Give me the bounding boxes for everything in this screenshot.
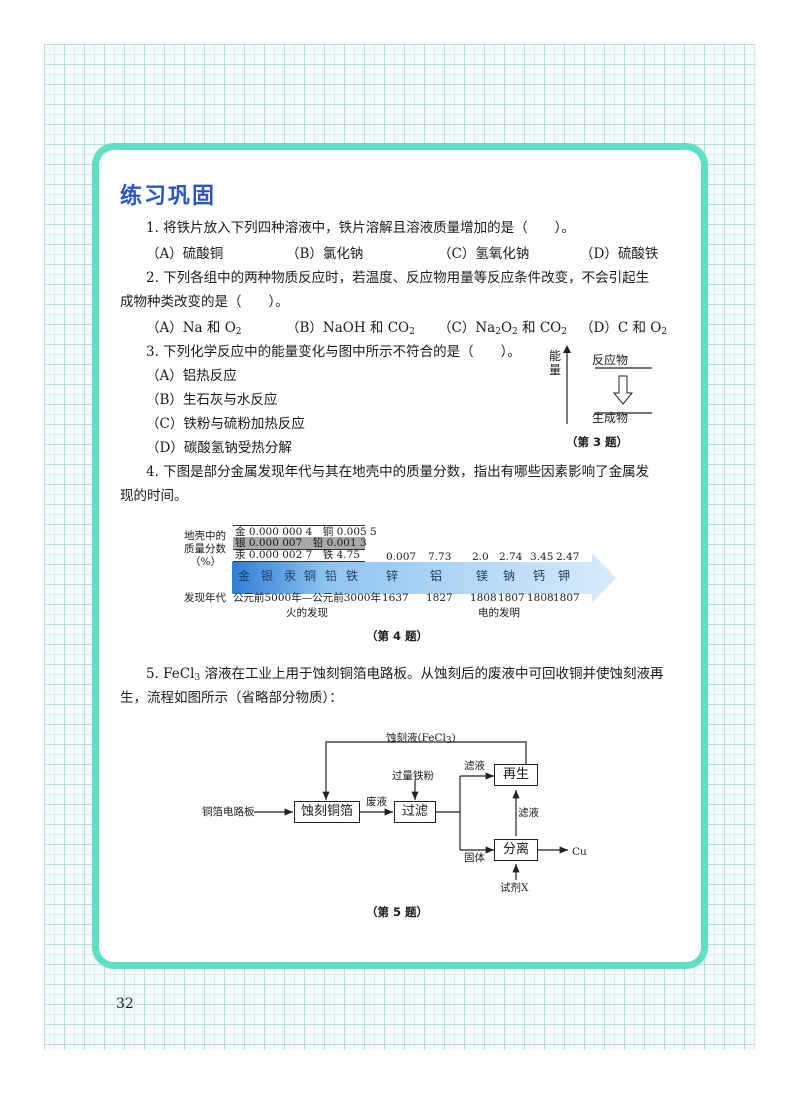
year-sodium: 1807	[498, 592, 525, 604]
value-calcium: 3.45	[530, 551, 554, 563]
value-aluminum: 7.73	[428, 551, 452, 563]
fig4-left-label-1: 地壳中的	[184, 530, 226, 542]
electricity-note: 电的发明	[478, 607, 520, 619]
year-zinc: 1637	[382, 592, 409, 604]
filtrate-label-1: 滤液	[464, 760, 485, 772]
era-range: 公元前5000年—公元前3000年	[233, 592, 381, 604]
q3-option-a[interactable]: （A）铝热反应	[146, 368, 237, 384]
metal-lead: 铅	[325, 569, 338, 583]
q3-option-b[interactable]: （B）生石灰与水反应	[146, 392, 278, 408]
fig4-left-label-3: （%）	[190, 556, 221, 568]
reagent-x-label: 试剂X	[500, 882, 529, 894]
q2-option-c[interactable]: （C）Na2O2 和 CO2	[438, 320, 567, 337]
metal-copper: 铜	[304, 569, 317, 583]
reactant-label: 反应物	[592, 353, 629, 367]
discovery-era-label: 发现年代	[184, 592, 226, 604]
metal-zinc: 锌	[386, 569, 399, 583]
solid-label: 固体	[464, 852, 485, 864]
metal-calcium: 钙	[533, 569, 546, 583]
q1-option-b[interactable]: （B）氯化钠	[286, 246, 364, 262]
year-potassium: 1807	[553, 592, 580, 604]
metal-mercury: 汞	[284, 569, 297, 583]
q1-option-d[interactable]: （D）硫酸铁	[580, 246, 659, 262]
q5-stem-line1: 5. FeCl3 溶液在工业上用于蚀刻铜箔电路板。从蚀刻后的废液中可回收铜并使蚀…	[146, 666, 664, 683]
q4-stem-line2: 现的时间。	[120, 488, 188, 504]
q3-option-d[interactable]: （D）碳酸氢钠受热分解	[146, 440, 292, 456]
value-zinc: 0.007	[386, 551, 417, 563]
fig4-left-label-2: 质量分数	[184, 543, 226, 555]
q5-stem-line2: 生，流程如图所示（省略部分物质）：	[120, 690, 343, 706]
energy-axis-label: 能量	[549, 349, 562, 377]
metal-iron: 铁	[346, 569, 359, 583]
energy-diagram	[563, 345, 652, 424]
fire-discovery-note: 火的发现	[286, 607, 328, 619]
value-potassium: 2.47	[556, 551, 580, 563]
section-title: 练习巩固	[120, 184, 217, 209]
etchant-loop-label: 蚀刻液(FeCl3)	[386, 732, 456, 746]
regenerate-box: 再生	[494, 764, 538, 786]
q1-option-c[interactable]: （C）氢氧化钠	[438, 246, 530, 262]
metal-magnesium: 镁	[476, 569, 489, 583]
q2-option-b[interactable]: （B）NaOH 和 CO2	[286, 320, 415, 337]
waste-liquid-label: 废液	[366, 796, 387, 808]
input-label: 铜箔电路板	[202, 806, 255, 818]
page-number: 32	[116, 996, 134, 1012]
q2-option-d[interactable]: （D）C 和 O2	[580, 320, 668, 337]
q2-stem-line2: 成物种类改变的是（ ）。	[120, 294, 289, 310]
value-sodium: 2.74	[499, 551, 523, 563]
metal-potassium: 钾	[558, 569, 571, 583]
filtrate-label-2: 滤液	[518, 807, 539, 819]
etching-box: 蚀刻铜箔	[294, 801, 360, 823]
q1-option-a[interactable]: （A）硫酸铜	[146, 246, 224, 262]
product-label: 生成物	[592, 411, 629, 425]
q2-stem-line1: 2. 下列各组中的两种物质反应时，若温度、反应物用量等反应条件改变，不会引起生	[146, 270, 650, 286]
year-aluminum: 1827	[426, 592, 453, 604]
year-calcium: 1808	[527, 592, 554, 604]
value-magnesium: 2.0	[472, 551, 489, 563]
q3-stem: 3. 下列化学反应中的能量变化与图中所示不符合的是（ ）。	[146, 344, 521, 360]
q2-option-a[interactable]: （A）Na 和 O2	[146, 320, 242, 337]
flow-diagram-lines	[254, 741, 568, 880]
year-magnesium: 1808	[470, 592, 497, 604]
copper-label: Cu	[572, 846, 587, 858]
filter-box: 过滤	[394, 801, 436, 823]
separation-box: 分离	[494, 839, 538, 861]
q1-stem: 1. 将铁片放入下列四种溶液中，铁片溶解且溶液质量增加的是（ ）。	[146, 220, 575, 236]
metal-gold: 金	[238, 569, 251, 583]
fig4-table-row-3: 汞 0.000 002 7 铁 4.75	[233, 549, 365, 562]
excess-iron-label: 过量铁粉	[392, 770, 434, 782]
fig5-caption: （第 5 题）	[366, 905, 429, 919]
q4-stem-line1: 4. 下图是部分金属发现年代与其在地壳中的质量分数，指出有哪些因素影响了金属发	[146, 464, 650, 480]
exercise-card	[92, 143, 708, 969]
metal-sodium: 钠	[503, 569, 516, 583]
fig4-caption: （第 4 题）	[366, 629, 429, 643]
q3-option-c[interactable]: （C）铁粉与硫粉加热反应	[146, 416, 305, 432]
timeline-arrow	[232, 553, 616, 603]
fig4-table-row-2: 银 0.000 007 铅 0.001 3	[233, 537, 367, 550]
metal-aluminum: 铝	[430, 569, 443, 583]
fig3-caption: （第 3 题）	[566, 435, 629, 449]
metal-silver: 银	[261, 569, 274, 583]
